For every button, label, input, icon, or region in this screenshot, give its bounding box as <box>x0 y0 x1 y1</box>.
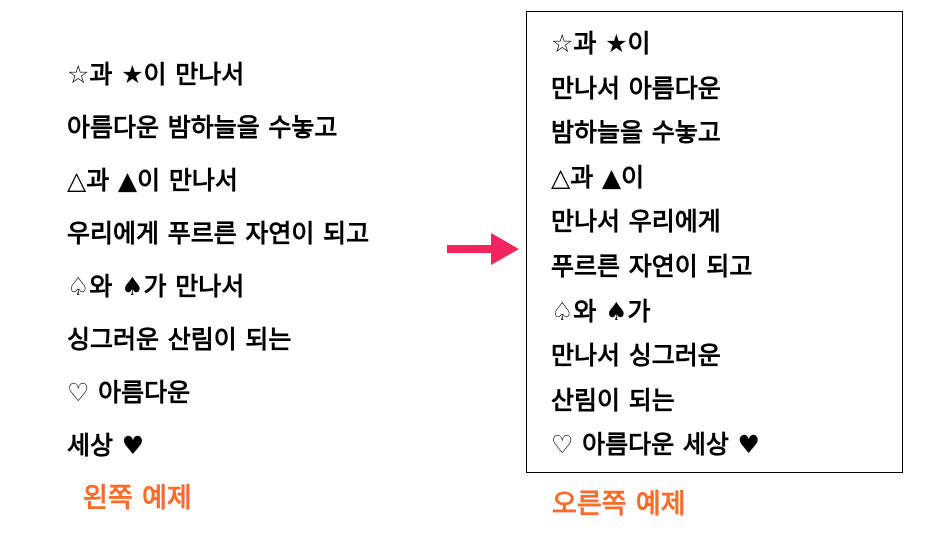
right-poem-line-10: ♡ 아름다운 세상 ♥ <box>551 430 760 460</box>
right-poem-line-7: ♤와 ♠가 <box>551 296 651 326</box>
left-poem-line-4: 우리에게 푸르른 자연이 되고 <box>67 219 370 248</box>
left-poem-line-3: △과 ▲이 만나서 <box>67 166 238 195</box>
right-example-caption: 오른쪽 예제 <box>552 489 686 520</box>
right-poem-line-5: 만나서 우리에게 <box>551 207 721 237</box>
left-poem-line-6: 싱그러운 산림이 되는 <box>67 325 292 354</box>
right-poem-line-1: ☆과 ★이 <box>551 29 651 58</box>
right-poem-line-2: 만나서 아름다운 <box>551 73 721 103</box>
left-poem-line-8: 세상 ♥ <box>67 431 145 460</box>
right-arrow-icon <box>447 233 519 265</box>
arrow-shape <box>447 233 519 265</box>
right-example-poem: ☆과 ★이 만나서 아름다운 밤하늘을 수놓고 △과 ▲이 만나서 우리에게 푸… <box>551 25 760 471</box>
right-poem-line-3: 밤하늘을 수놓고 <box>551 118 721 148</box>
right-poem-line-6: 푸르른 자연이 되고 <box>551 251 753 281</box>
left-example-caption: 왼쪽 예제 <box>83 483 192 514</box>
left-poem-line-1: ☆과 ★이 만나서 <box>67 60 245 89</box>
left-poem-line-2: 아름다운 밤하늘을 수놓고 <box>67 113 338 142</box>
left-example-poem: ☆과 ★이 만나서 아름다운 밤하늘을 수놓고 △과 ▲이 만나서 우리에게 푸… <box>67 52 369 476</box>
right-poem-line-9: 산림이 되는 <box>551 385 675 415</box>
left-poem-line-5: ♤와 ♠가 만나서 <box>67 272 245 301</box>
right-poem-line-8: 만나서 싱그러운 <box>551 341 721 371</box>
right-poem-line-4: △과 ▲이 <box>551 162 645 192</box>
left-poem-line-7: ♡ 아름다운 <box>67 378 191 407</box>
right-example-box: ☆과 ★이 만나서 아름다운 밤하늘을 수놓고 △과 ▲이 만나서 우리에게 푸… <box>526 11 903 473</box>
